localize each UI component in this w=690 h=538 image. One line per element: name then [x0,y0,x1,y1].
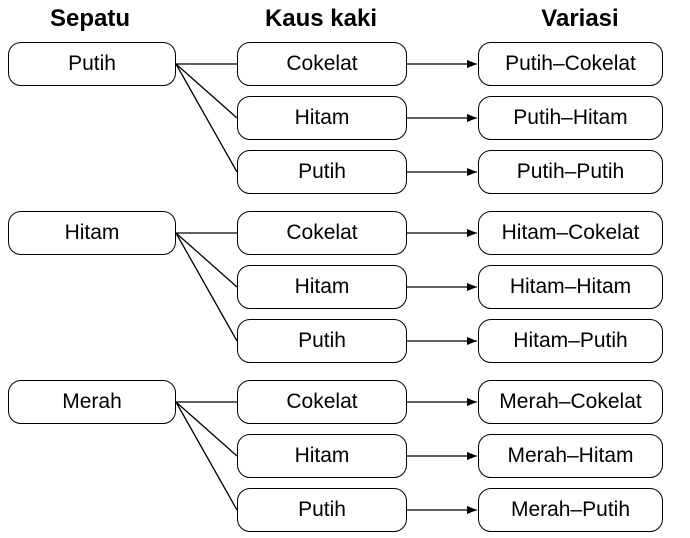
shoe-node: Hitam [8,211,176,255]
branch-line [175,63,238,119]
variation-node: Merah–Hitam [478,434,663,478]
branch-line [175,63,238,173]
branch-line [175,232,238,288]
variation-node: Hitam–Putih [478,319,663,363]
sock-node: Putih [237,319,407,363]
variation-node: Merah–Cokelat [478,380,663,424]
shoe-node: Merah [8,380,176,424]
sock-node: Cokelat [237,42,407,86]
variation-node: Hitam–Hitam [478,265,663,309]
sock-node: Cokelat [237,211,407,255]
shoe-node: Putih [8,42,176,86]
column-header-shoe: Sepatu [49,5,130,32]
variation-node: Putih–Hitam [478,96,663,140]
column-header-sock: Kaus kaki [264,5,378,32]
branch-line [175,232,238,342]
sock-node: Cokelat [237,380,407,424]
variation-node: Putih–Putih [478,150,663,194]
branch-line [175,401,238,457]
variation-node: Putih–Cokelat [478,42,663,86]
column-header-variation: Variasi [541,5,619,32]
sock-node: Hitam [237,96,407,140]
sock-node: Hitam [237,265,407,309]
sock-node: Hitam [237,434,407,478]
variation-node: Merah–Putih [478,488,663,532]
branch-line [175,401,238,511]
sock-node: Putih [237,150,407,194]
variation-node: Hitam–Cokelat [478,211,663,255]
sock-node: Putih [237,488,407,532]
